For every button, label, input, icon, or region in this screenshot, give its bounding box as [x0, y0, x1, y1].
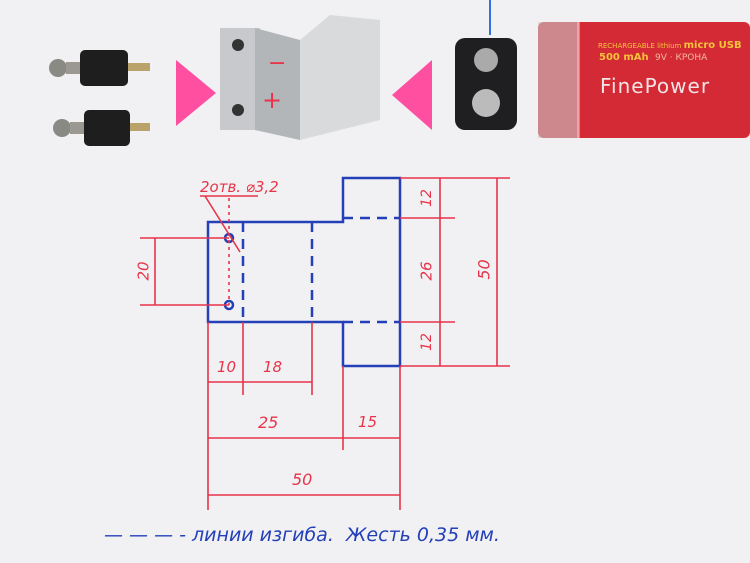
dim-26: 26 — [417, 261, 436, 281]
arrow-left-icon — [392, 60, 432, 130]
standoff-bottom — [53, 110, 150, 146]
arrow-right-icon — [176, 60, 216, 126]
battery-capacity: 500 mAh — [599, 52, 649, 63]
holes-note: 2отв. ⌀3,2 — [200, 178, 279, 196]
dim-15: 15 — [358, 413, 378, 431]
dim-18: 18 — [263, 358, 283, 376]
legend-dashes: — — — — [104, 524, 174, 546]
battery — [538, 22, 750, 138]
dim-20: 20 — [134, 261, 153, 281]
battery-brand: FinePower — [600, 74, 711, 98]
metal-bracket: − + — [220, 15, 380, 140]
dim-25: 25 — [258, 413, 279, 432]
legend: — — — - линии изгиба. Жесть 0,35 мм. — [104, 524, 500, 546]
battery-label-line1: RECHARGEABLE lithium micro USB — [598, 40, 742, 51]
svg-text:+: + — [262, 86, 282, 114]
legend-material: Жесть 0,35 мм. — [345, 524, 500, 546]
dim-50-right: 50 — [474, 259, 494, 280]
battery-type: 9V · КРОНА — [655, 53, 708, 63]
dimension-lines — [140, 177, 510, 510]
battery-connector — [455, 0, 517, 130]
dim-12-top: 12 — [418, 189, 435, 207]
dim-12-bottom: 12 — [418, 333, 435, 351]
dim-50-bottom: 50 — [292, 470, 313, 489]
legend-text: - линии изгиба. — [179, 524, 334, 546]
battery-line1: RECHARGEABLE lithium — [598, 42, 682, 50]
standoff-top — [49, 50, 150, 86]
svg-text:−: − — [268, 51, 286, 76]
bend-lines — [241, 216, 400, 324]
dim-10: 10 — [217, 358, 237, 376]
blank-outline — [206, 176, 402, 368]
battery-micro-usb: micro USB — [683, 40, 742, 51]
